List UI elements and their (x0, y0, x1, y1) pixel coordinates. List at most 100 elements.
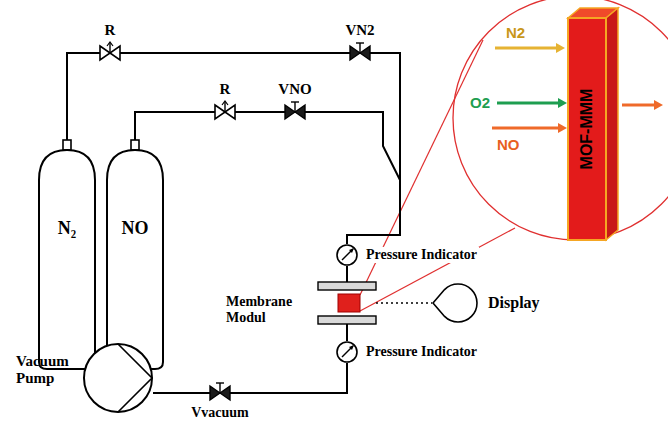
signal-line (376, 302, 432, 304)
node-label: N₂ (58, 218, 76, 239)
shutoff-valve: VN2 (350, 46, 370, 60)
valve-stem (109, 43, 110, 53)
valve-stem (359, 43, 360, 53)
node-label: NO (122, 218, 149, 239)
label-holder: Vacuum Pump (16, 353, 78, 388)
component-label: Vacuum Pump (16, 353, 78, 388)
node-outline (100, 46, 120, 60)
component-label: Pressure Indicator (366, 344, 477, 360)
label-holder: VNO (278, 81, 311, 98)
module-plate (318, 282, 376, 290)
gauge-needle-tip (349, 248, 354, 253)
membrane-front-face (568, 18, 606, 240)
regulator-valve: R (100, 46, 120, 60)
gas-label: O2 (470, 94, 490, 111)
label-holder: NO (497, 136, 520, 154)
node-outline (432, 281, 478, 325)
regulator-mark (222, 101, 228, 105)
shutoff-valve: VNO (285, 105, 305, 119)
permeate-arrow (622, 104, 654, 107)
regulator-valve: R (215, 105, 235, 119)
label-holder: MOF-MMM (578, 89, 596, 170)
node-outline (318, 282, 376, 324)
pump-impeller-mark (118, 344, 152, 412)
membrane-sample (338, 294, 360, 312)
component-label: Display (488, 294, 540, 312)
pressure-gauge: Pressure Indicator (336, 244, 358, 266)
gas-label: NO (497, 136, 520, 153)
label-holder: VN2 (345, 22, 374, 39)
membrane-side-face (606, 8, 618, 240)
node-outline (336, 341, 358, 363)
membrane-module: Membrane Modul (318, 282, 376, 324)
component-label: VNO (278, 81, 311, 98)
feed-arrow (492, 127, 558, 130)
gauge-needle (342, 346, 353, 357)
valve-handle (216, 382, 224, 383)
shutoff-valve: Vvacuum (210, 386, 230, 400)
valve-stem (219, 383, 220, 393)
component-label: VN2 (345, 22, 374, 39)
component-label: Membrane Modul (226, 294, 314, 326)
label-holder: NO (106, 218, 164, 239)
gauge-dial (337, 342, 357, 362)
valve-stem (294, 102, 295, 112)
feed-arrow (497, 102, 558, 105)
gas-pipe (135, 112, 215, 140)
gas-pipe (347, 53, 400, 244)
gauge-needle-tip (349, 345, 354, 350)
node-outline (106, 140, 164, 370)
node-outline (210, 386, 230, 400)
gas-pipe (305, 112, 400, 244)
arrow-head (654, 100, 663, 110)
node-outline (38, 140, 96, 370)
label-holder: Vvacuum (191, 405, 249, 421)
pressure-gauge: Pressure Indicator (336, 341, 358, 363)
arrow-head (558, 98, 567, 108)
gas-pipe (346, 324, 348, 341)
node-outline (285, 105, 305, 119)
gas-cylinder: N₂ (38, 140, 96, 370)
vacuum-pump: Vacuum Pump (83, 343, 153, 413)
arrow-head (556, 43, 565, 53)
node-outline (336, 244, 358, 266)
display-symbol (433, 284, 477, 322)
label-holder: R (220, 81, 231, 98)
label-holder: Display (488, 294, 540, 312)
gas-pipe (67, 53, 100, 140)
gas-pipe (230, 363, 347, 393)
regulator-mark (107, 42, 113, 46)
label-holder: Pressure Indicator (364, 344, 479, 360)
valve-handle (356, 42, 364, 43)
gas-pipe (346, 266, 348, 282)
node-outline (83, 343, 153, 413)
cylinder-neck (63, 140, 71, 150)
cylinder-body (107, 150, 163, 369)
component-label: Pressure Indicator (366, 247, 477, 263)
component-label: R (105, 22, 116, 39)
cylinder-neck (131, 140, 139, 150)
label-holder: N₂ (38, 218, 96, 239)
display-unit: Display (432, 281, 478, 325)
label-holder: O2 (470, 94, 490, 112)
gas-label: N2 (506, 24, 525, 41)
node-outline (215, 105, 235, 119)
feed-arrow (495, 47, 556, 50)
gas-pipe (120, 52, 350, 54)
mof-membrane: MOF-MMM (568, 18, 606, 240)
module-plate (318, 316, 376, 324)
valve-stem (224, 102, 225, 112)
label-holder: N2 (506, 24, 525, 42)
label-holder: Membrane Modul (226, 294, 314, 326)
pump-casing (84, 344, 152, 412)
zoom-inset-circle (453, 0, 668, 240)
gauge-dial (337, 245, 357, 265)
label-holder: Pressure Indicator (364, 247, 479, 263)
node-outline (350, 46, 370, 60)
component-label: Vvacuum (191, 405, 249, 421)
gas-pipe (235, 111, 285, 113)
component-label: MOF-MMM (578, 89, 596, 170)
arrow-head (558, 123, 567, 133)
cylinder-body (39, 150, 95, 369)
